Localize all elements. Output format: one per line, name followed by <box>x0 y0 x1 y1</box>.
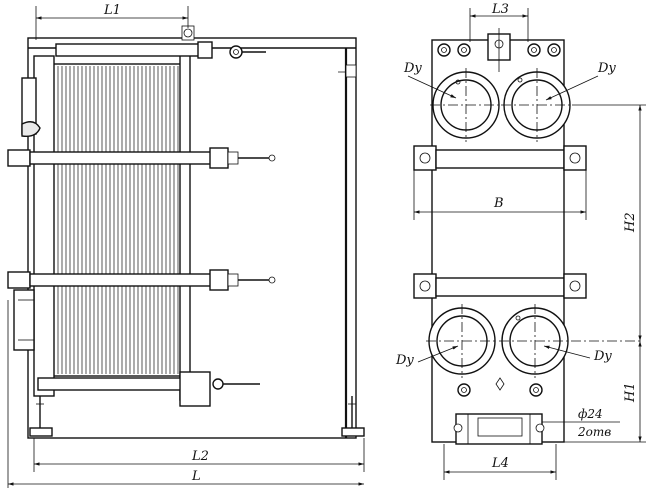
top-guide-bar <box>55 43 207 57</box>
pressure-plate <box>179 51 191 401</box>
label-L1: L1 <box>103 3 121 18</box>
tie-bar-lower <box>7 269 276 291</box>
label-Dy-top-right: Dy <box>597 61 616 76</box>
label-phi24: ф24 <box>578 407 603 421</box>
side-view: L1 L2 L <box>7 3 365 488</box>
crossbar-lower <box>413 273 587 299</box>
dim-L1: L1 <box>35 3 189 40</box>
label-H1: H1 <box>623 382 638 403</box>
label-L3: L3 <box>491 2 509 17</box>
port-top-right <box>501 68 573 142</box>
port-bottom-right <box>499 304 640 378</box>
plate-pack <box>51 63 185 377</box>
foot-right <box>341 396 365 437</box>
base-support <box>455 413 543 445</box>
label-Dy-bottom-right: Dy <box>593 349 612 364</box>
front-view: L3 Dy Dy <box>395 2 646 480</box>
label-H2: H2 <box>623 212 638 233</box>
label-L4: L4 <box>491 456 509 471</box>
port-top-left <box>430 68 502 142</box>
label-Dy-bottom-left: Dy <box>395 353 414 368</box>
dim-L: L <box>7 300 364 488</box>
label-B: B <box>493 196 504 211</box>
dim-L2: L2 <box>33 438 365 472</box>
label-L: L <box>191 469 201 484</box>
port-bottom-left <box>426 304 498 378</box>
fixed-plate <box>33 55 55 397</box>
nozzle-left <box>21 121 41 138</box>
label-holes: 2отв <box>577 425 611 439</box>
tie-bar-upper <box>7 147 276 169</box>
foot-left <box>29 396 53 437</box>
bolt-top-1 <box>437 43 451 57</box>
label-L2: L2 <box>191 449 209 464</box>
crossbar-upper <box>413 145 587 171</box>
label-Dy-top-left: Dy <box>403 61 422 76</box>
center-mark <box>495 377 505 391</box>
